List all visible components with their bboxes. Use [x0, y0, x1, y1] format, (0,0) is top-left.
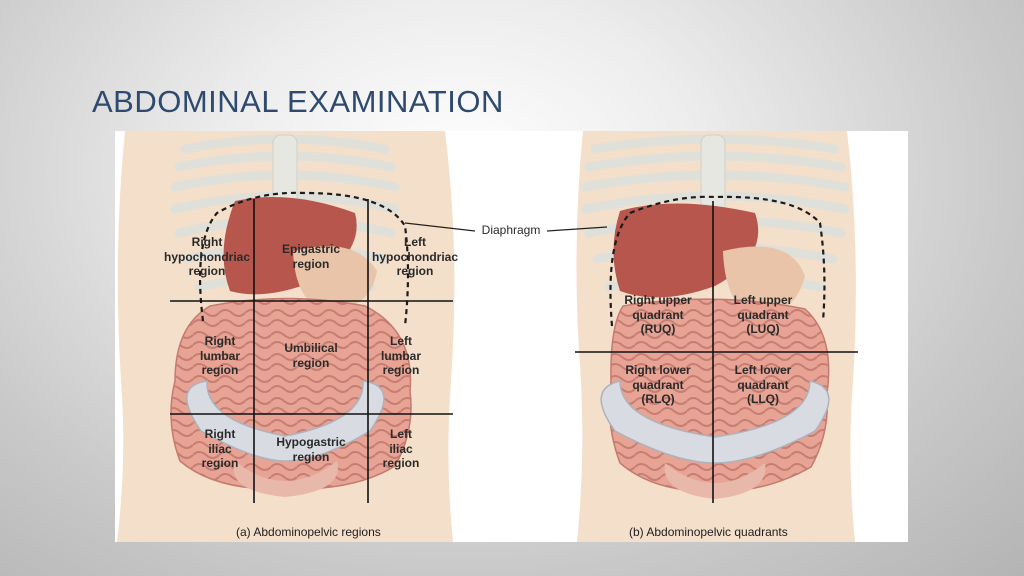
label-epigastric: Epigastric region [281, 242, 341, 271]
diaphragm-leaders [404, 222, 608, 232]
quadrant-grid-lines [575, 201, 858, 503]
region-grid-lines [170, 199, 453, 503]
diaphragm-outline-a [198, 191, 410, 327]
label-umbilical: Umbilical region [284, 341, 338, 370]
label-left-lumbar: Left lumbar region [380, 334, 422, 377]
label-right-iliac: Right iliac region [201, 427, 239, 470]
pelvis-a [186, 380, 385, 462]
label-luq: Left upper quadrant (LUQ) [733, 293, 793, 336]
pelvic-floor-a [233, 461, 338, 497]
label-left-iliac: Left iliac region [382, 427, 420, 470]
label-right-hypochondriac: Right hypochondriac region [163, 235, 251, 278]
stomach-a [293, 246, 377, 311]
liver-b [613, 203, 759, 298]
caption-regions: (a) Abdominopelvic regions [236, 525, 381, 539]
caption-quadrants: (b) Abdominopelvic quadrants [629, 525, 788, 539]
slide-title: ABDOMINAL EXAMINATION [92, 84, 504, 119]
label-llq: Left lower quadrant (LLQ) [734, 363, 792, 406]
regions-panel-art [117, 131, 455, 542]
stomach-b [723, 246, 805, 316]
pelvis-b [600, 380, 830, 464]
quadrants-panel-art [575, 131, 858, 542]
pelvic-floor-b [664, 463, 766, 499]
label-rlq: Right lower quadrant (RLQ) [625, 363, 691, 406]
label-hypogastric: Hypogastric region [276, 435, 346, 464]
label-left-hypochondriac: Left hypochondriac region [371, 235, 459, 278]
anatomy-illustration [117, 131, 858, 542]
label-diaphragm: Diaphragm [481, 223, 541, 237]
label-ruq: Right upper quadrant (RUQ) [624, 293, 692, 336]
anatomy-figure: Right hypochondriac region Epigastric re… [115, 131, 908, 542]
label-right-lumbar: Right lumbar region [199, 334, 241, 377]
